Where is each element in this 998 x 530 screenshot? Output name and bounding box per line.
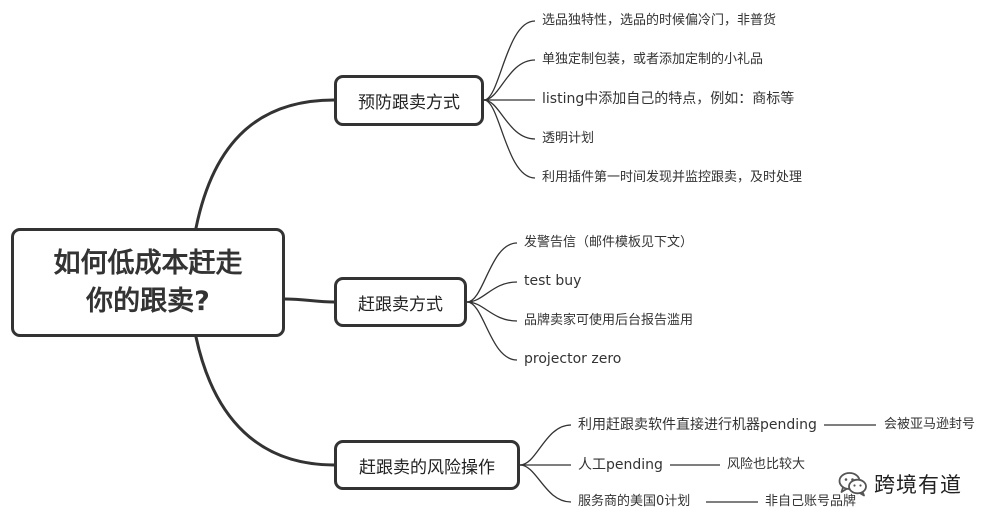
connector-b2-item-2	[466, 281, 518, 303]
leaf-item: 透明计划	[542, 131, 595, 146]
connector-b2-item-4	[466, 301, 518, 361]
leaf-item: 发警告信（邮件模板见下文）	[524, 235, 694, 250]
branch-label: 赶跟卖方式	[358, 294, 443, 315]
connector-b2-item-3	[466, 301, 518, 322]
leaf-item: 品牌卖家可使用后台报告滥用	[524, 313, 694, 328]
branch-node-prevention: 预防跟卖方式	[334, 75, 484, 126]
leaf-consequence: 风险也比较大	[727, 457, 806, 472]
connector-root-branch-3	[194, 335, 336, 467]
leaf-consequence: 会被亚马逊封号	[884, 417, 976, 432]
wechat-logo-icon	[838, 472, 867, 497]
branch-node-risky-methods: 赶跟卖的风险操作	[334, 440, 520, 490]
connector-b3-item-3	[519, 464, 572, 503]
leaf-item: 人工pending	[578, 457, 663, 473]
branch-label: 赶跟卖的风险操作	[359, 457, 495, 478]
connector-b1-item-5	[483, 99, 536, 179]
watermark: 跨境有道	[838, 469, 962, 499]
root-node: 如何低成本赶走你的跟卖?	[11, 228, 285, 337]
leaf-item: 利用插件第一时间发现并监控跟卖，及时处理	[542, 170, 803, 185]
leaf-item: listing中添加自己的特点，例如：商标等	[542, 91, 795, 107]
leaf-item: 选品独特性，选品的时候偏冷门，非普货	[542, 13, 777, 28]
connector-b3-item-1	[519, 424, 572, 466]
connector-b1-item-2	[483, 59, 536, 101]
connector-root-branch-1	[194, 98, 336, 230]
root-title: 如何低成本赶走你的跟卖?	[53, 247, 243, 317]
leaf-item: test buy	[524, 273, 582, 289]
connector-root-branch-2	[283, 297, 336, 304]
branch-label: 预防跟卖方式	[358, 93, 460, 113]
leaf-item: 服务商的美国0计划	[578, 494, 691, 509]
branch-node-removal: 赶跟卖方式	[334, 277, 467, 327]
connector-b1-item-4	[483, 99, 536, 140]
watermark-text: 跨境有道	[874, 473, 962, 497]
leaf-item: projector zero	[524, 351, 622, 367]
connector-b2-item-1	[466, 242, 518, 303]
leaf-item: 单独定制包装，或者添加定制的小礼品	[542, 52, 764, 67]
leaf-item: 利用赶跟卖软件直接进行机器pending	[578, 417, 817, 433]
connector-b1-item-1	[483, 20, 536, 101]
leaf-consequence: 非自己账号品牌	[765, 494, 857, 509]
